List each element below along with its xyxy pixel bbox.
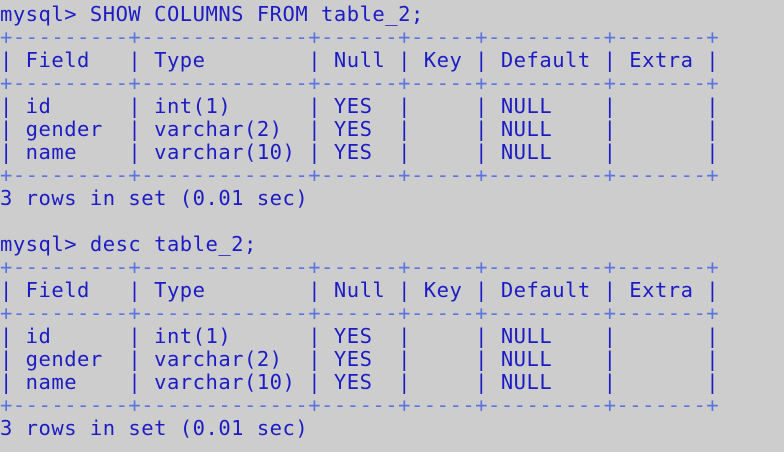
table-row: | name | varchar(10) | YES | | NULL | | [0,370,720,394]
table-row: | id | int(1) | YES | | NULL | | [0,94,720,118]
table-header-row: | Field | Type | Null | Key | Default | … [0,48,720,72]
command-line: mysql> SHOW COLUMNS FROM table_2; [0,2,424,26]
result-summary: 3 rows in set (0.01 sec) [0,416,309,440]
table-header-separator: +---------+-------------+------+-----+--… [0,71,720,95]
table-row: | gender | varchar(2) | YES | | NULL | | [0,117,720,141]
result-summary: 3 rows in set (0.01 sec) [0,186,309,210]
table-border-top: +---------+-------------+------+-----+--… [0,25,720,49]
table-row: | gender | varchar(2) | YES | | NULL | | [0,347,720,371]
table-header-row: | Field | Type | Null | Key | Default | … [0,278,720,302]
table-header-separator: +---------+-------------+------+-----+--… [0,301,720,325]
table-border-bottom: +---------+-------------+------+-----+--… [0,163,720,187]
table-row: | name | varchar(10) | YES | | NULL | | [0,140,720,164]
command-line: mysql> desc table_2; [0,232,257,256]
table-border-top: +---------+-------------+------+-----+--… [0,255,720,279]
table-border-bottom: +---------+-------------+------+-----+--… [0,393,720,417]
table-row: | id | int(1) | YES | | NULL | | [0,324,720,348]
